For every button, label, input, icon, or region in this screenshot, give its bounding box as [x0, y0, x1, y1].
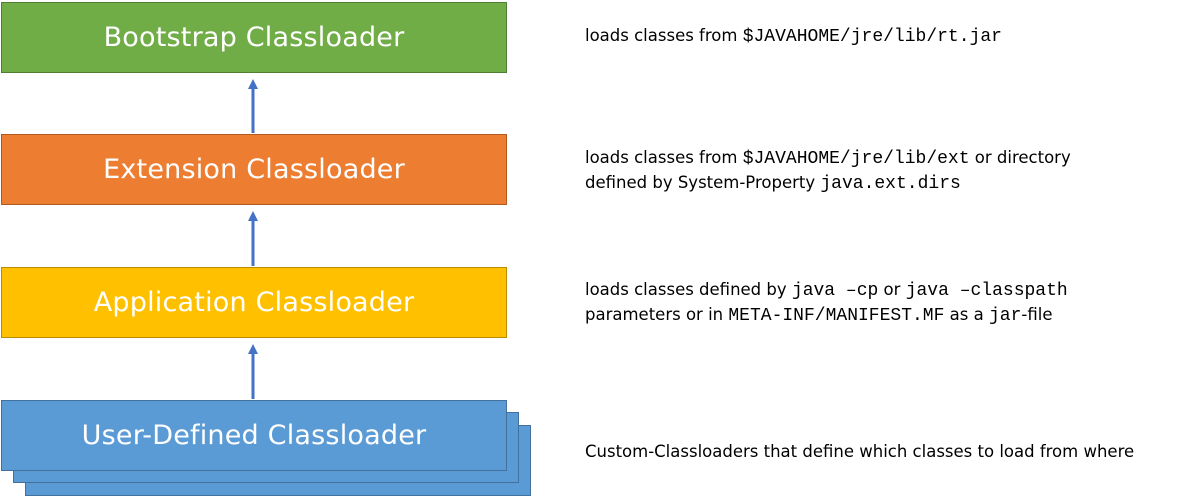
extension-description-text: defined by System-Property: [585, 173, 821, 192]
application-description-text: loads classes defined by: [585, 280, 792, 299]
application-description-line2: parameters or in META-INF/MANIFEST.MF as…: [585, 303, 1068, 328]
bootstrap-classloader-box: Bootstrap Classloader: [1, 2, 507, 73]
bootstrap-description-text: loads classes from: [585, 26, 743, 45]
user-defined-classloader-label: User-Defined Classloader: [81, 420, 427, 451]
extension-path-code: $JAVAHOME/jre/lib/ext: [742, 149, 970, 169]
application-description-line1: loads classes defined by java –cp or jav…: [585, 278, 1068, 303]
extension-classloader-box: Extension Classloader: [1, 134, 507, 205]
user-defined-description-text: Custom-Classloaders that define which cl…: [585, 442, 1135, 461]
user-defined-description: Custom-Classloaders that define which cl…: [585, 440, 1134, 464]
jar-code: jar: [988, 306, 1022, 326]
extension-classloader-label: Extension Classloader: [103, 154, 405, 185]
java-classpath-code: java –classpath: [905, 281, 1068, 301]
application-classloader-box: Application Classloader: [1, 267, 507, 338]
application-classloader-label: Application Classloader: [93, 287, 415, 318]
application-description-text: parameters or in: [585, 305, 729, 324]
java-cp-code: java –cp: [791, 281, 879, 301]
manifest-code: META-INF/MANIFEST.MF: [728, 306, 945, 326]
user-defined-classloader-box: User-Defined Classloader: [1, 400, 507, 471]
extension-description: loads classes from $JAVAHOME/jre/lib/ext…: [585, 146, 1071, 196]
extension-description-text: loads classes from: [585, 148, 743, 167]
application-description: loads classes defined by java –cp or jav…: [585, 278, 1068, 328]
extension-description-line1: loads classes from $JAVAHOME/jre/lib/ext…: [585, 146, 1071, 171]
bootstrap-classloader-label: Bootstrap Classloader: [103, 22, 405, 53]
application-description-text: -file: [1021, 305, 1053, 324]
extension-property-code: java.ext.dirs: [820, 174, 961, 194]
extension-description-text: or directory: [969, 148, 1071, 167]
application-description-text: as a: [944, 305, 989, 324]
bootstrap-path-code: $JAVAHOME/jre/lib/rt.jar: [742, 27, 1002, 47]
bootstrap-description: loads classes from $JAVAHOME/jre/lib/rt.…: [585, 24, 1002, 49]
extension-description-line2: defined by System-Property java.ext.dirs: [585, 171, 1071, 196]
application-description-text: or: [878, 280, 906, 299]
